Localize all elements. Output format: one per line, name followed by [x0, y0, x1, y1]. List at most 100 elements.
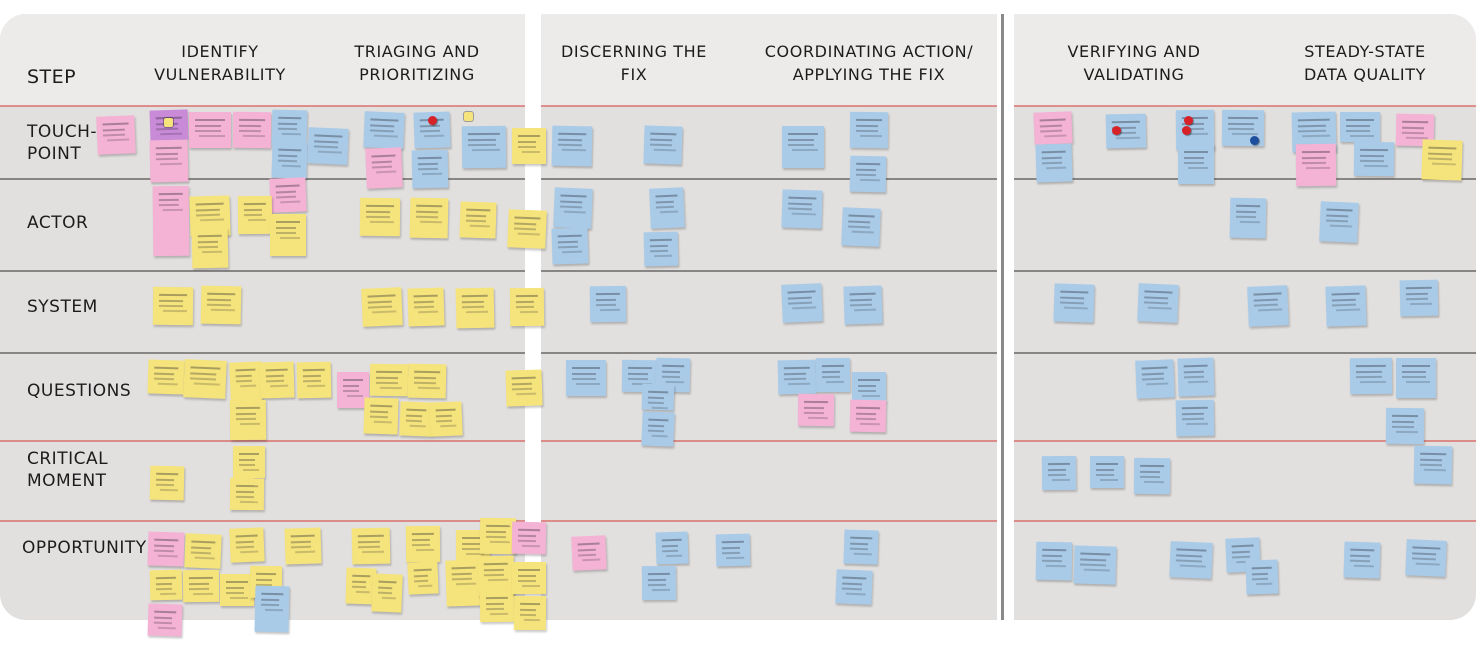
sticky-note — [641, 411, 675, 447]
sticky-note — [229, 361, 263, 403]
row-line — [0, 178, 525, 180]
sticky-note — [229, 527, 265, 563]
sticky-note — [407, 287, 445, 327]
sticky-note — [149, 465, 185, 501]
sticky-note — [1033, 111, 1073, 145]
sticky-note — [1073, 545, 1117, 585]
sticky-note — [1169, 541, 1213, 579]
sticky-note — [369, 363, 409, 397]
step-header: STEP — [27, 66, 77, 88]
sticky-note — [1353, 141, 1395, 177]
row-label-system: SYSTEM — [27, 297, 98, 317]
sticky-note — [411, 149, 449, 189]
sticky-note — [307, 127, 349, 165]
sticky-note — [1245, 559, 1279, 595]
sticky-note — [1178, 144, 1214, 184]
sticky-note — [715, 533, 751, 567]
sticky-note — [1053, 283, 1095, 323]
sticky-note — [232, 111, 272, 149]
sticky-note — [296, 361, 332, 399]
sticky-note — [429, 401, 463, 437]
sticky-note — [843, 285, 883, 325]
sticky-note — [147, 603, 183, 637]
sticky-note — [835, 569, 873, 605]
column-title-coordinating: COORDINATING ACTION/ APPLYING THE FIX — [764, 42, 974, 84]
sticky-note — [270, 214, 306, 256]
row-line — [541, 520, 997, 522]
row-label-actor: ACTOR — [27, 213, 89, 233]
sticky-note — [815, 357, 851, 393]
sticky-note — [229, 399, 267, 441]
sticky-note — [1177, 357, 1215, 397]
sticky-note — [149, 569, 183, 601]
sticky-note — [551, 125, 593, 167]
push-pin-icon — [1184, 116, 1193, 125]
sticky-note — [405, 525, 441, 563]
column-title-identify: IDENTIFY VULNERABILITY — [154, 42, 286, 84]
sticky-note — [1175, 399, 1215, 437]
sticky-note — [1413, 445, 1453, 485]
sticky-note — [505, 369, 543, 407]
sticky-note — [455, 287, 495, 329]
sticky-note — [479, 517, 517, 555]
sticky-note — [1133, 457, 1171, 495]
sticky-note — [399, 401, 433, 437]
sticky-note — [259, 361, 295, 399]
sticky-note — [189, 112, 231, 148]
row-line — [541, 270, 997, 272]
sticky-note — [1349, 357, 1393, 395]
sticky-note — [363, 397, 399, 435]
sticky-note — [571, 535, 607, 571]
sticky-note — [1035, 541, 1073, 581]
sticky-note — [461, 125, 507, 169]
header-band — [1014, 14, 1476, 106]
sticky-note — [1399, 279, 1439, 317]
column-title-steady-state: STEADY-STATE DATA QUALITY — [1304, 42, 1426, 84]
sticky-note — [1035, 143, 1073, 183]
push-pin-icon — [1182, 126, 1191, 135]
sticky-note — [229, 477, 265, 511]
row-line — [1014, 270, 1476, 272]
sticky-note — [641, 383, 675, 411]
column-title-discerning: DISCERNING THE FIX — [560, 42, 708, 84]
sticky-note — [365, 147, 403, 189]
sticky-note — [1319, 201, 1359, 243]
sticky-note — [551, 227, 589, 265]
sticky-note — [191, 227, 229, 269]
row-line — [541, 105, 997, 107]
sticky-note — [843, 529, 879, 565]
sticky-note — [797, 393, 835, 427]
sticky-note — [649, 187, 685, 229]
push-pin-icon — [1250, 136, 1259, 145]
sticky-note — [147, 359, 185, 395]
sticky-note — [1247, 285, 1289, 327]
sticky-note — [512, 128, 546, 164]
sticky-note — [459, 201, 497, 239]
push-pin-icon — [1112, 126, 1121, 135]
sticky-note — [1340, 112, 1380, 142]
sticky-note — [849, 399, 887, 433]
sticky-note — [269, 177, 307, 213]
sticky-note — [1229, 197, 1267, 239]
row-line — [1014, 352, 1476, 354]
sticky-note — [254, 585, 290, 633]
sticky-note — [655, 531, 689, 565]
sticky-note — [513, 595, 547, 631]
row-line — [1014, 520, 1476, 522]
small-tag-icon — [164, 118, 173, 127]
sticky-note — [643, 125, 683, 165]
sticky-note — [1135, 359, 1175, 399]
sticky-note — [184, 533, 222, 569]
sticky-note — [849, 155, 887, 193]
sticky-note — [182, 569, 220, 603]
sticky-note — [553, 187, 593, 229]
sticky-note — [1343, 541, 1381, 579]
sticky-note — [1041, 455, 1077, 491]
sticky-note — [1325, 285, 1367, 327]
sticky-note — [409, 197, 449, 239]
sticky-note — [183, 359, 227, 399]
row-line — [0, 352, 525, 354]
sticky-note — [511, 521, 547, 555]
sticky-note — [361, 287, 403, 327]
column-title-verifying: VERIFYING AND VALIDATING — [1067, 42, 1201, 84]
